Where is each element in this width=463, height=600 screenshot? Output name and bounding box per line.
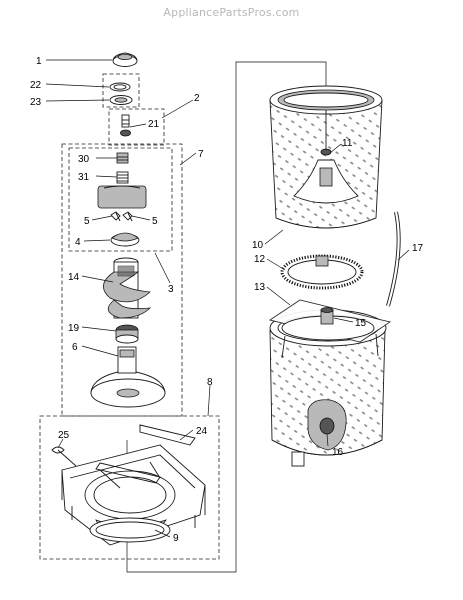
part-10-wash-basket[interactable]	[269, 85, 383, 229]
label-22: 22	[30, 80, 42, 91]
label-12: 12	[254, 254, 266, 265]
part-labels: 1 22 23 2 21 7 30 31 5 5 4 3 14 19 6 8 2…	[30, 56, 424, 544]
label-7: 7	[198, 149, 204, 160]
label-10: 10	[252, 240, 264, 251]
part-12-ring-gear[interactable]	[280, 254, 364, 290]
label-5-left: 5	[84, 216, 90, 227]
label-6: 6	[72, 342, 78, 353]
label-23: 23	[30, 97, 42, 108]
label-19: 19	[68, 323, 80, 334]
group-box-cap-seals	[102, 73, 140, 108]
group-box-8	[39, 415, 220, 560]
label-30: 30	[78, 154, 90, 165]
leader-lines	[45, 59, 410, 538]
label-16: 16	[332, 447, 344, 458]
label-9: 9	[173, 533, 179, 544]
part-9-gasket[interactable]	[89, 517, 171, 543]
group-box-2	[108, 108, 165, 146]
label-3: 3	[168, 284, 174, 295]
part-4-cam[interactable]	[110, 232, 140, 247]
label-24: 24	[196, 426, 208, 437]
part-24-bracket[interactable]	[95, 424, 196, 484]
label-1: 1	[36, 56, 42, 67]
label-5-right: 5	[152, 216, 158, 227]
part-31-retainer[interactable]	[116, 171, 129, 184]
part-14-auger[interactable]	[103, 257, 152, 319]
label-21: 21	[148, 119, 160, 130]
part-13-outer-tub[interactable]	[268, 299, 392, 467]
label-25: 25	[58, 430, 70, 441]
label-2: 2	[194, 93, 200, 104]
part-1-cap[interactable]	[112, 52, 138, 67]
part-23-ring[interactable]	[109, 95, 133, 105]
part-6-agitator-base[interactable]	[90, 346, 166, 408]
label-17: 17	[412, 243, 424, 254]
part-21-bolt[interactable]	[120, 114, 131, 137]
label-8: 8	[207, 377, 213, 388]
part-25-clip[interactable]	[51, 446, 77, 467]
label-14: 14	[68, 272, 80, 283]
label-31: 31	[78, 172, 90, 183]
label-13: 13	[254, 282, 266, 293]
label-4: 4	[75, 237, 81, 248]
part-15-spline[interactable]	[320, 307, 334, 325]
part-19-drive-bell[interactable]	[115, 324, 139, 344]
label-15: 15	[355, 318, 367, 329]
connector-line	[126, 61, 327, 573]
group-box-3	[68, 147, 173, 252]
part-22-seal[interactable]	[109, 82, 131, 92]
label-11: 11	[342, 138, 353, 149]
part-5-dogs[interactable]	[97, 185, 147, 222]
watermark: AppliancePartsPros.com	[163, 6, 300, 19]
part-30-dog-cap[interactable]	[116, 152, 129, 164]
